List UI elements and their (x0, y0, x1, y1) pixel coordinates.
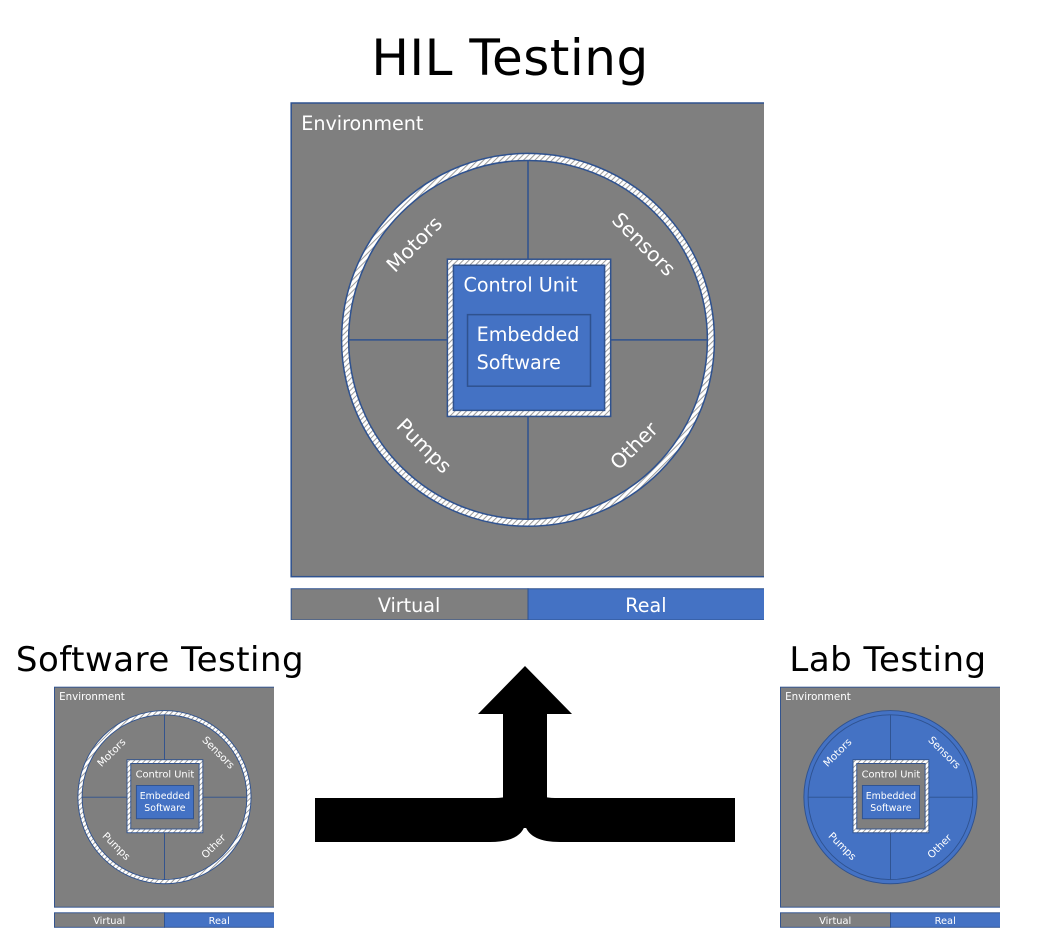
environment-label: Environment (785, 691, 851, 703)
legend-real-label: Real (935, 916, 956, 927)
legend-real (527, 588, 764, 620)
embedded-software-box (466, 313, 592, 387)
lab-testing-title: Lab Testing (789, 640, 987, 680)
legend-real (890, 912, 1000, 928)
legend-virtual-label: Virtual (93, 916, 125, 927)
legend-virtual-label: Virtual (378, 594, 441, 617)
embedded-software-line2: Software (144, 803, 185, 814)
software-testing-title: Software Testing (15, 640, 305, 680)
environment-label: Environment (301, 112, 424, 135)
embedded-software-line2: Software (477, 351, 561, 374)
embedded-software-box (861, 784, 920, 820)
legend-real-label: Real (625, 594, 666, 617)
control-unit-label: Control Unit (136, 770, 195, 781)
control-unit-label: Control Unit (862, 770, 921, 781)
legend-virtual-label: Virtual (819, 916, 851, 927)
control-unit-label: Control Unit (464, 273, 579, 296)
software-testing-diagram: Environment Motors Sensors Pumps Other C… (54, 686, 274, 928)
hil-diagram: Environment Motors Sensors Pumps Other C… (290, 102, 764, 620)
environment-label: Environment (59, 691, 125, 703)
legend-real (164, 912, 274, 928)
embedded-software-line1: Embedded (140, 791, 190, 802)
hil-title: HIL Testing (371, 29, 649, 87)
embedded-software-line1: Embedded (866, 791, 916, 802)
merge-arrow-icon (315, 666, 735, 842)
legend-real-label: Real (209, 916, 230, 927)
embedded-software-line2: Software (870, 803, 911, 814)
embedded-software-line1: Embedded (477, 323, 580, 346)
legend-virtual (290, 588, 529, 620)
lab-testing-diagram: Environment Motors Sensors Pumps Other C… (780, 686, 1000, 928)
embedded-software-box (135, 784, 194, 820)
